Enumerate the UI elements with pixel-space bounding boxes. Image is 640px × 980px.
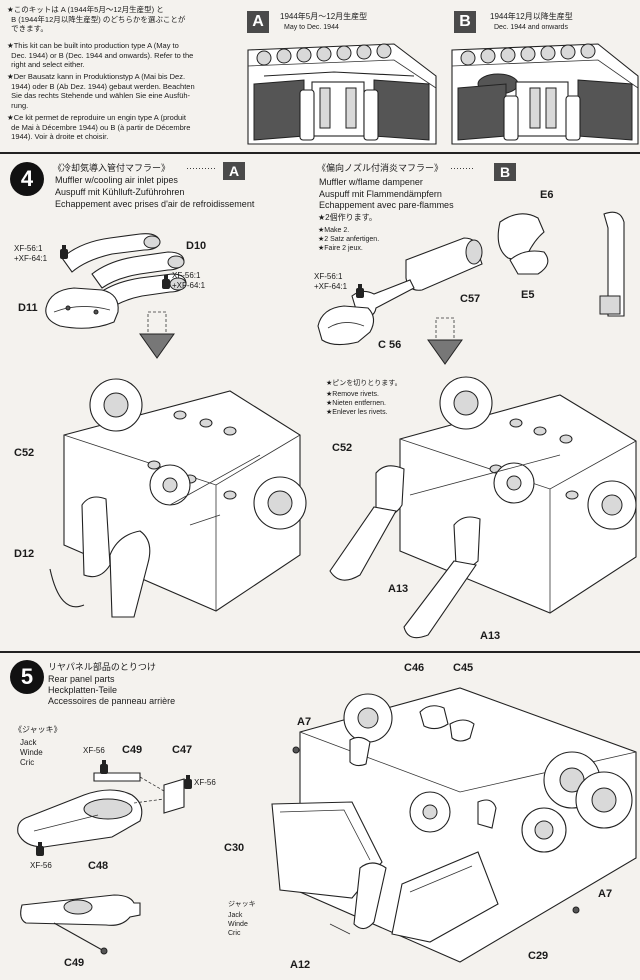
paint-bottle-icon xyxy=(60,245,68,259)
part-c47: C47 xyxy=(172,744,193,756)
muffler-b-parts-drawing xyxy=(317,211,625,346)
make2-jp: ★2個作ります。 xyxy=(318,213,377,222)
step-5-number: 5 xyxy=(10,660,44,694)
step4-a-fr: Echappement avec prises d'air de refroid… xyxy=(55,199,255,209)
make2-en: ★Make 2. xyxy=(318,227,350,234)
step5-title-de: Heckplatten-Teile xyxy=(48,685,118,695)
paint-bottle-icon xyxy=(100,760,108,774)
part-c56: C 56 xyxy=(378,339,402,351)
step4-a-dots: ·········· xyxy=(186,163,216,173)
jack2-jp: ジャッキ xyxy=(228,901,256,908)
intro-fr: ★Ce kit permet de reproduire un engin ty… xyxy=(7,113,191,141)
xf56-callout-b: XF-56 xyxy=(194,778,216,787)
xf56-callout-a: XF-56 xyxy=(83,746,105,755)
part-d12: D12 xyxy=(14,548,35,560)
step5-title-jp: リヤパネル部品のとりつけ xyxy=(48,662,156,672)
type-b-badge: B xyxy=(454,11,476,33)
part-a12: A12 xyxy=(290,959,311,971)
step4-a-de: Auspuff mit Kühlluft-Zuführohren xyxy=(55,187,185,197)
step4-a-tank-rear-drawing xyxy=(49,378,307,618)
intro-jp: ★このキットは A (1944年5月〜12月生産型) と B (1944年12月… xyxy=(7,5,186,33)
jack-title-de: Winde xyxy=(20,748,43,757)
part-c45: C45 xyxy=(453,662,474,674)
jack2-de: Winde xyxy=(228,921,248,928)
xf-callout-a1: XF-56:1 +XF-64:1 xyxy=(14,244,48,263)
part-c29: C29 xyxy=(528,950,549,962)
step5-rear-panel-drawing xyxy=(271,687,637,963)
step4-b-fr: Echappement avec pare-flammes xyxy=(319,200,454,210)
paint-bottle-icon xyxy=(356,284,364,298)
jack-assembly-drawing xyxy=(17,772,185,848)
step4-b-title-jp: 《偏向ノズル付消炎マフラー》 xyxy=(317,163,444,173)
paint-bottle-icon xyxy=(36,842,44,856)
step5-title-en: Rear panel parts xyxy=(48,674,115,684)
section-divider-2 xyxy=(0,651,640,653)
part-e5: E5 xyxy=(521,289,535,301)
paint-bottle-icon xyxy=(184,775,192,789)
step4-b-en: Muffler w/flame dampener xyxy=(319,177,423,187)
part-c49-a: C49 xyxy=(122,744,143,756)
part-d10: D10 xyxy=(186,240,207,252)
part-a7-b: A7 xyxy=(598,888,613,900)
part-c48: C48 xyxy=(88,860,109,872)
jack2-en: Jack xyxy=(228,912,243,919)
part-d11: D11 xyxy=(18,302,38,314)
make2-de: ★2 Satz anfertigen. xyxy=(318,236,380,243)
part-e6: E6 xyxy=(540,189,554,201)
step4-a-en: Muffler w/cooling air inlet pipes xyxy=(55,175,178,185)
type-b-engine-deck-drawing xyxy=(451,43,639,145)
part-c52-b: C52 xyxy=(332,442,353,454)
xf56-callout-c: XF-56 xyxy=(30,861,52,870)
type-a-engine-deck-drawing xyxy=(247,43,437,145)
down-arrow-icon xyxy=(139,311,175,359)
step-4-number: 4 xyxy=(10,162,44,196)
step4-a-title-jp: 《冷却気導入管付マフラー》 xyxy=(53,163,171,173)
step4-b-dots: ········ xyxy=(450,163,474,173)
part-c46: C46 xyxy=(404,662,425,674)
completed-jack-drawing xyxy=(20,894,141,955)
step4-a-badge: A xyxy=(223,162,245,180)
part-a13-a: A13 xyxy=(388,583,409,595)
step5-title-fr: Accessoires de panneau arrière xyxy=(48,696,176,706)
intro-en: ★This kit can be built into production t… xyxy=(7,41,194,69)
xf-callout-b: XF-56:1 +XF-64:1 xyxy=(314,272,348,291)
type-a-badge: A xyxy=(247,11,269,33)
step4-b-de: Auspuff mit Flammendämpfern xyxy=(319,189,442,199)
rivet-note-jp: ★ピンを切りとります。 xyxy=(326,380,402,387)
rivet-note-en: ★Remove rivets. xyxy=(326,391,379,398)
rivet-note-fr: ★Enlever les rivets. xyxy=(326,409,388,416)
part-c52-a: C52 xyxy=(14,447,35,459)
part-a7-a: A7 xyxy=(297,716,312,728)
part-a13-b: A13 xyxy=(480,630,501,642)
type-a-en: May to Dec. 1944 xyxy=(284,24,339,31)
down-arrow-icon xyxy=(427,317,463,365)
section-divider-1 xyxy=(0,152,640,154)
part-c57: C57 xyxy=(460,293,481,305)
jack-title-jp: 《ジャッキ》 xyxy=(14,725,62,734)
type-a-jp: 1944年5月〜12月生産型 xyxy=(280,12,368,21)
type-b-en: Dec. 1944 and onwards xyxy=(494,24,568,31)
part-c49-b: C49 xyxy=(64,957,85,969)
make2-fr: ★Faire 2 jeux. xyxy=(318,245,363,252)
xf-callout-a2: XF-56:1 +XF-64:1 xyxy=(172,271,206,290)
jack-title-en: Jack xyxy=(20,738,37,747)
rivet-note-de: ★Nieten entfernen. xyxy=(326,400,386,407)
jack2-fr: Cric xyxy=(228,930,241,937)
jack-title-fr: Cric xyxy=(20,758,35,767)
step4-b-tank-rear-drawing xyxy=(329,376,637,639)
step4-b-badge: B xyxy=(494,163,516,181)
intro-de: ★Der Bausatz kann in Produktionstyp A (M… xyxy=(7,72,195,110)
part-c30: C30 xyxy=(224,842,245,854)
paint-bottle-icon xyxy=(162,275,170,289)
type-b-jp: 1944年12月以降生産型 xyxy=(490,12,573,21)
